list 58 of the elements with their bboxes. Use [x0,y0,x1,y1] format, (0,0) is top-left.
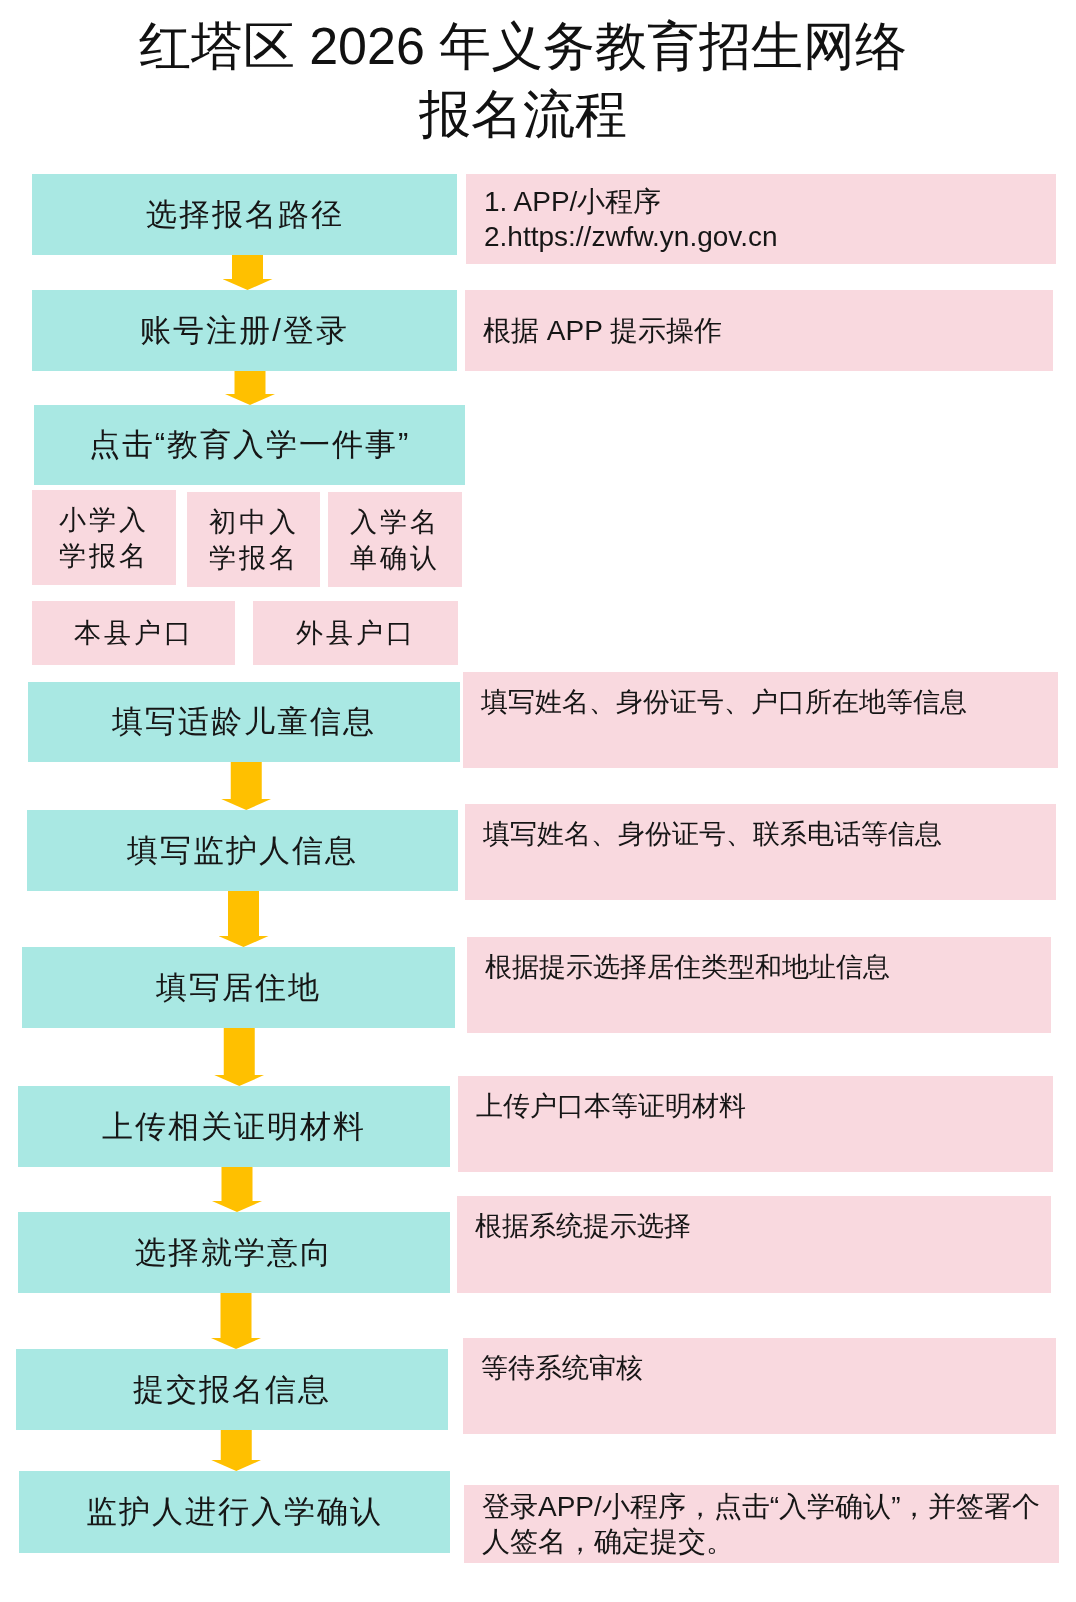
arrow [214,1028,265,1086]
option-box [32,601,235,665]
note-box [458,1076,1053,1172]
option-label: 小学入学报名 [58,503,150,573]
arrow [221,762,272,810]
step-label: 点击“教育入学一件事” [88,426,411,464]
step-label: 选择报名路径 [145,195,344,234]
step-label: 监护人进行入学确认 [86,1493,383,1531]
note-text: 根据系统提示选择 [475,1210,692,1243]
note-text: 等待系统审核 [481,1352,644,1385]
option-label: 初中入学报名 [207,505,300,575]
step-box [18,1086,450,1167]
step-box [19,1471,450,1553]
note-text: 根据 APP 提示操作 [483,314,724,348]
arrow [211,1293,261,1349]
step-label: 填写监护人信息 [127,831,358,870]
step-box [22,947,455,1028]
option-box [253,601,458,665]
note-text: 根据提示选择居住类型和地址信息 [485,951,891,984]
option-label: 外县户口 [295,617,416,650]
option-box [187,492,320,587]
note-box [465,804,1056,900]
note-box [464,1485,1059,1563]
step-box [16,1349,448,1430]
arrow [211,1430,262,1471]
note-box [467,937,1051,1033]
option-label: 入学名单确认 [349,505,441,575]
option-box [32,490,176,585]
step-box [18,1212,450,1293]
note-text: 2.https://zwfw.yn.gov.cn [484,220,779,254]
note-box [463,672,1058,768]
step-label: 上传相关证明材料 [102,1107,366,1146]
arrow [222,255,273,290]
option-label: 本县户口 [73,617,194,650]
note-text: 登录APP/小程序，点击“入学确认”，并签署个人签名，确定提交。 [482,1490,1041,1559]
note-box [465,290,1053,371]
option-box [328,492,462,587]
note-box [457,1196,1051,1293]
arrow [212,1167,262,1212]
step-box [32,290,457,371]
note-box [466,174,1056,264]
note-box [463,1338,1056,1434]
title: 红塔区 2026 年义务教育招生网络报名流程 [137,16,909,145]
step-label: 填写居住地 [156,968,321,1007]
arrow [225,371,275,405]
note-text: 填写姓名、身份证号、联系电话等信息 [483,818,943,851]
step-box [28,682,460,762]
step-box [34,405,465,485]
arrow [218,891,269,947]
step-label: 账号注册/登录 [140,311,349,350]
note-text: 填写姓名、身份证号、户口所在地等信息 [481,686,968,719]
step-label: 填写适龄儿童信息 [112,703,376,741]
note-text: 1. APP/小程序 [484,185,663,219]
note-text: 上传户口本等证明材料 [476,1090,747,1123]
step-label: 选择就学意向 [135,1233,333,1272]
step-label: 提交报名信息 [133,1370,331,1409]
step-box [32,174,457,255]
step-box [27,810,458,891]
